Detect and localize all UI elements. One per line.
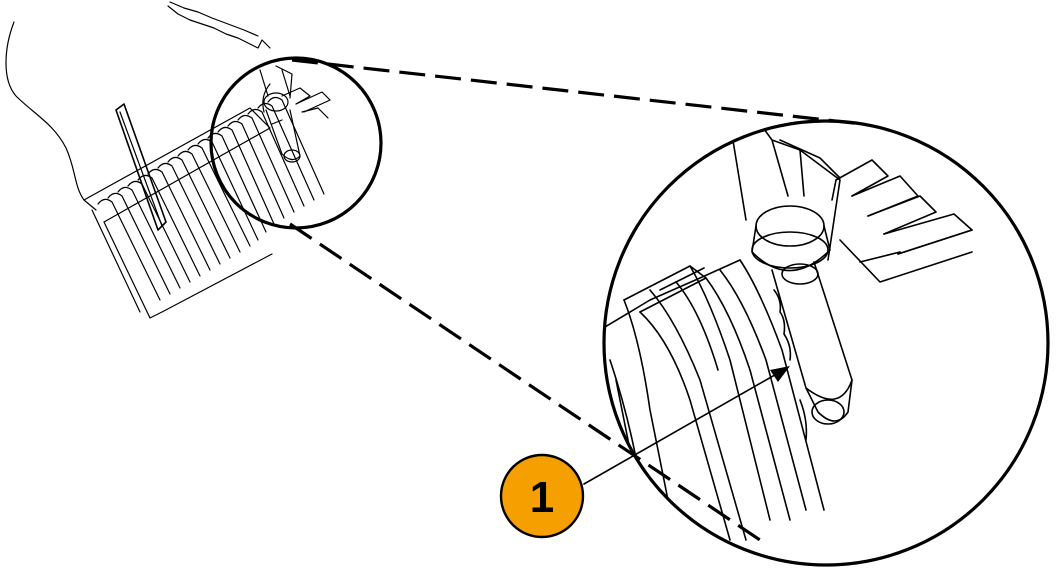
overview-probe-tip xyxy=(259,65,301,163)
small-magnify-circle xyxy=(209,56,383,230)
top-edge-detail xyxy=(167,5,271,49)
magnify-projection-lines xyxy=(289,58,863,542)
overview-illustration xyxy=(5,1,331,319)
callout-number: 1 xyxy=(530,473,554,522)
large-magnify-circle xyxy=(602,119,1050,567)
overview-pin-header xyxy=(83,87,331,319)
magnified-detail xyxy=(604,121,973,561)
callout-arrow xyxy=(583,366,790,485)
hand-outline xyxy=(5,21,97,211)
callout-badge-1: 1 xyxy=(499,453,585,539)
